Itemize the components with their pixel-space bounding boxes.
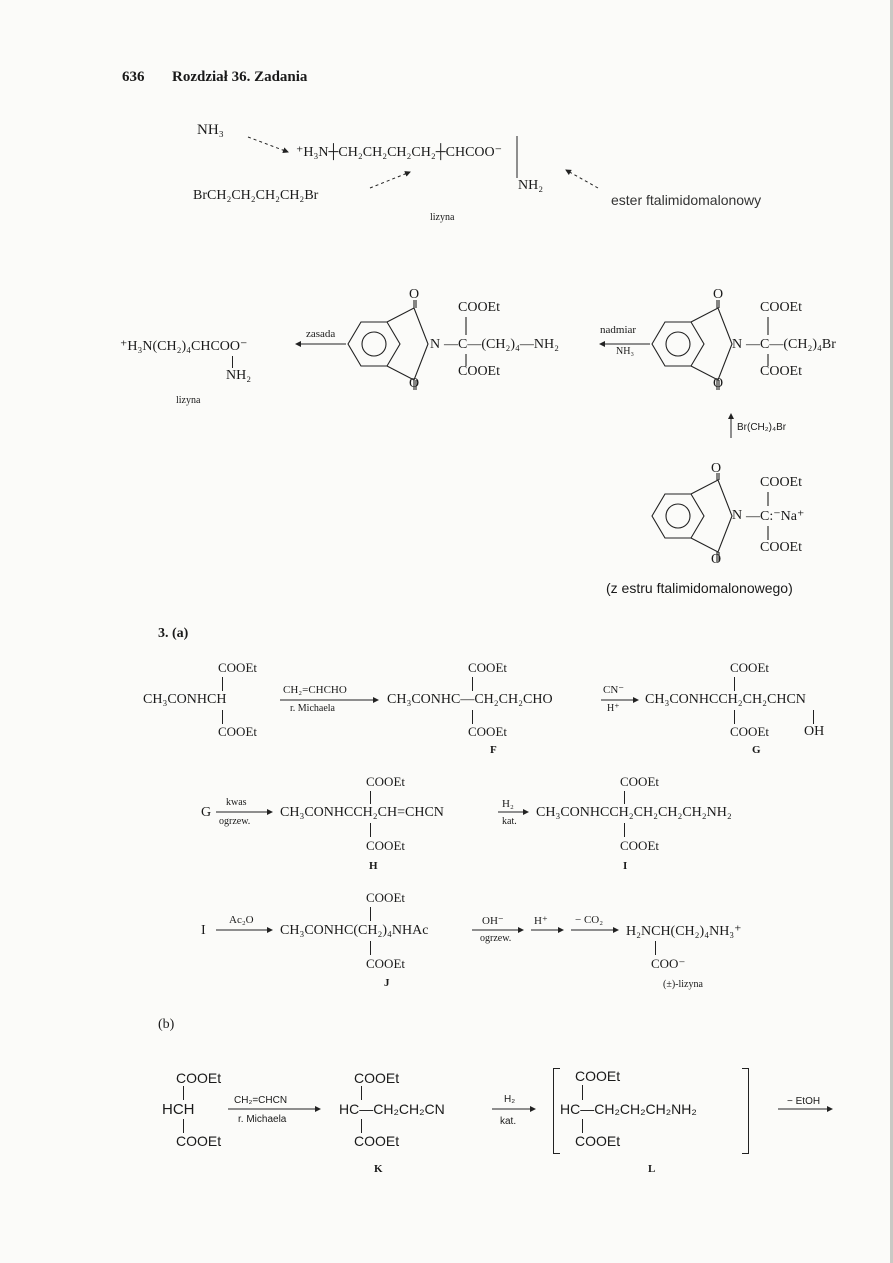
cooet: COOEt: [354, 1070, 400, 1086]
cyanide-reagent: CN⁻: [603, 684, 625, 696]
dibromide-reagent: Br(CH₂)₄Br: [737, 422, 787, 433]
acid-reagent: kwas: [226, 797, 247, 808]
cooet: COOEt: [730, 660, 769, 675]
lysine-caption: lizyna: [430, 212, 455, 223]
proton-reagent: H⁺: [534, 915, 548, 927]
compound-F: CH₃CONHC—CH₂CH₂CHO: [387, 692, 553, 707]
ammonia: NH₃: [197, 122, 224, 138]
label-K: K: [374, 1163, 383, 1175]
start-G: G: [201, 805, 212, 820]
catalyst-label-2: kat.: [500, 1116, 517, 1127]
source-label: (z estru ftalimidomalonowego): [606, 580, 793, 596]
label-G: G: [752, 744, 761, 756]
compound-L: HC—CH₂CH₂CH₂NH₂: [560, 1101, 697, 1117]
lysine-racemic: H₂NCH(CH₂)₄NH₃⁺: [626, 924, 742, 939]
label-J: J: [384, 977, 390, 989]
page-number: 636: [122, 69, 145, 85]
cooet: COOEt: [218, 660, 257, 675]
label-L: L: [648, 1163, 656, 1175]
hydroxide-reagent: OH⁻: [482, 915, 504, 927]
o-top-2: O: [713, 287, 724, 302]
racemic-label: (±)-lizyna: [663, 979, 703, 990]
cooet-bottom-3: COOEt: [760, 540, 802, 555]
ac2o-reagent: Ac₂O: [229, 914, 254, 926]
cooet: COOEt: [730, 724, 769, 739]
cooet-top-2: COOEt: [760, 300, 802, 315]
cooet: COOEt: [620, 774, 659, 789]
compound-G: CH₃CONHCCH₂CH₂CHCN: [645, 692, 806, 707]
compound-K: HC—CH₂CH₂CN: [339, 1101, 445, 1117]
michael-label: r. Michaela: [290, 703, 335, 714]
chapter-title: Rozdział 36. Zadania: [172, 69, 308, 85]
start-I: I: [201, 923, 206, 938]
cooet-top-3: COOEt: [760, 475, 802, 490]
o-bottom-2: O: [713, 376, 724, 391]
michael-label-2: r. Michaela: [238, 1114, 287, 1125]
chain-br: —C—(CH₂)₄Br: [746, 337, 836, 352]
cooet: COOEt: [620, 838, 659, 853]
page-edge: [890, 0, 893, 1263]
carboxylate: COO⁻: [651, 956, 686, 971]
lysine-caption-2: lizyna: [176, 395, 201, 406]
base-label: zasada: [306, 328, 336, 340]
n-2: N: [732, 337, 743, 352]
acetamidomalonate: CH₃CONHCH: [143, 692, 227, 707]
o-top-1: O: [409, 287, 420, 302]
chain-nh2: —C—(CH₂)₄—NH₂: [444, 337, 559, 352]
heat-label-2: ogrzew.: [480, 933, 512, 944]
nh3-label: NH₃: [616, 346, 634, 357]
acid-label: H⁺: [607, 703, 620, 714]
cooet: COOEt: [366, 956, 405, 971]
cooet-bottom-1: COOEt: [458, 364, 500, 379]
cooet: COOEt: [575, 1068, 621, 1084]
ethanol-loss-label: − EtOH: [787, 1096, 821, 1107]
lysine-nh2: NH₂: [226, 368, 252, 383]
lysine-formula: ⁺H₃N┼CH₂CH₂CH₂CH₂┼CHCOO⁻: [296, 145, 503, 160]
dashed-arrows: [247, 136, 599, 189]
phthalimide-rings: [295, 300, 769, 562]
cooet: COOEt: [176, 1070, 222, 1086]
catalyst-label: kat.: [502, 816, 517, 827]
o-bottom-3: O: [711, 552, 722, 567]
lysine-product: ⁺H₃N(CH₂)₄CHCOO⁻: [120, 339, 248, 354]
anion-chain: —C:⁻Na⁺: [746, 509, 805, 524]
label-F: F: [490, 744, 497, 756]
label-H: H: [369, 860, 378, 872]
label-I: I: [623, 860, 628, 872]
decarboxylation-label: − CO₂: [575, 914, 604, 926]
cooet-top-1: COOEt: [458, 300, 500, 315]
n-1: N: [430, 337, 441, 352]
cooet-bottom-2: COOEt: [760, 364, 802, 379]
compound-J: CH₃CONHC(CH₂)₄NHAc: [280, 923, 429, 938]
part-a-label: 3. (a): [158, 626, 189, 641]
acrylonitrile-reagent: CH₂=CHCN: [234, 1095, 288, 1106]
cooet: COOEt: [575, 1133, 621, 1149]
cooet: COOEt: [218, 724, 257, 739]
dibromobutane: BrCH₂CH₂CH₂CH₂Br: [193, 188, 319, 203]
cooet: COOEt: [176, 1133, 222, 1149]
o-top-3: O: [711, 461, 722, 476]
compound-I: CH₃CONHCCH₂CH₂CH₂CH₂NH₂: [536, 805, 732, 820]
h2-reagent: H₂: [502, 798, 514, 810]
part-b-label: (b): [158, 1017, 175, 1032]
hydroxyl: OH: [804, 724, 825, 739]
acrolein-reagent: CH₂=CHCHO: [283, 684, 347, 696]
cooet: COOEt: [366, 838, 405, 853]
compound-H: CH₃CONHCCH₂CH=CHCN: [280, 805, 444, 820]
excess-label: nadmiar: [600, 324, 637, 336]
cooet: COOEt: [468, 724, 507, 739]
heat-label: ogrzew.: [219, 816, 251, 827]
cooet: COOEt: [468, 660, 507, 675]
cooet: COOEt: [354, 1133, 400, 1149]
amino-group: NH₂: [518, 178, 544, 193]
malonate-hch: HCH: [162, 1101, 195, 1118]
ester-label: ester ftalimidomalonowy: [611, 192, 762, 208]
n-3: N: [732, 508, 743, 523]
cooet: COOEt: [366, 774, 405, 789]
h2-reagent-2: H₂: [504, 1094, 516, 1105]
cooet: COOEt: [366, 890, 405, 905]
